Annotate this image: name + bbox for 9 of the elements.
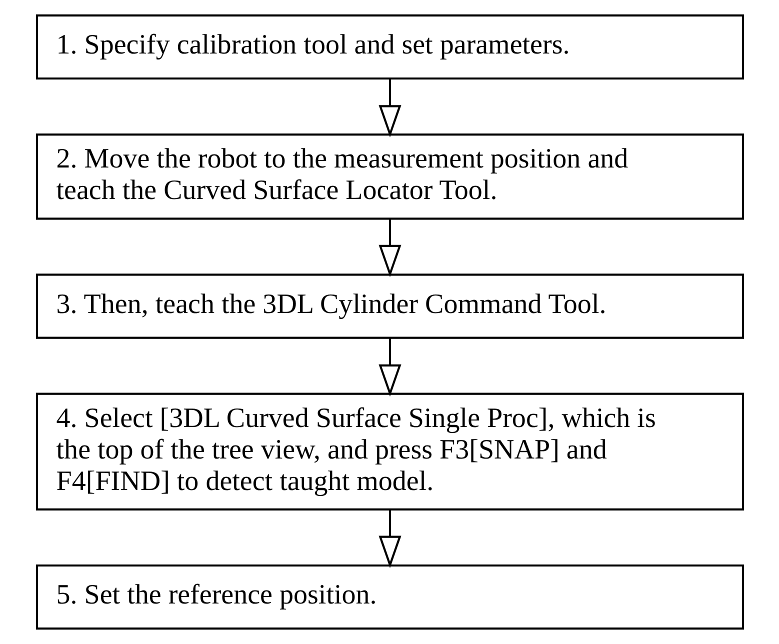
node-box: 2. Move the robot to the measurement position and teach the Curved Surface Locator Tool.	[35, 134, 744, 220]
node-box: 5. Set the reference position.	[35, 564, 744, 630]
node-box: 1. Specify calibration tool and set parameters.	[35, 14, 744, 80]
node-box: 4. Select [3DL Curved Surface Single Proc], which is the top of the tree view, and press F3[SNAP] and F4[FIND] to detect taught model.	[35, 392, 744, 510]
node-box: 3. Then, teach the 3DL Cylinder Command Tool.	[35, 274, 744, 339]
arrow	[378, 78, 401, 138]
arrow	[378, 218, 401, 278]
arrow	[378, 509, 401, 568]
arrow	[378, 338, 401, 397]
